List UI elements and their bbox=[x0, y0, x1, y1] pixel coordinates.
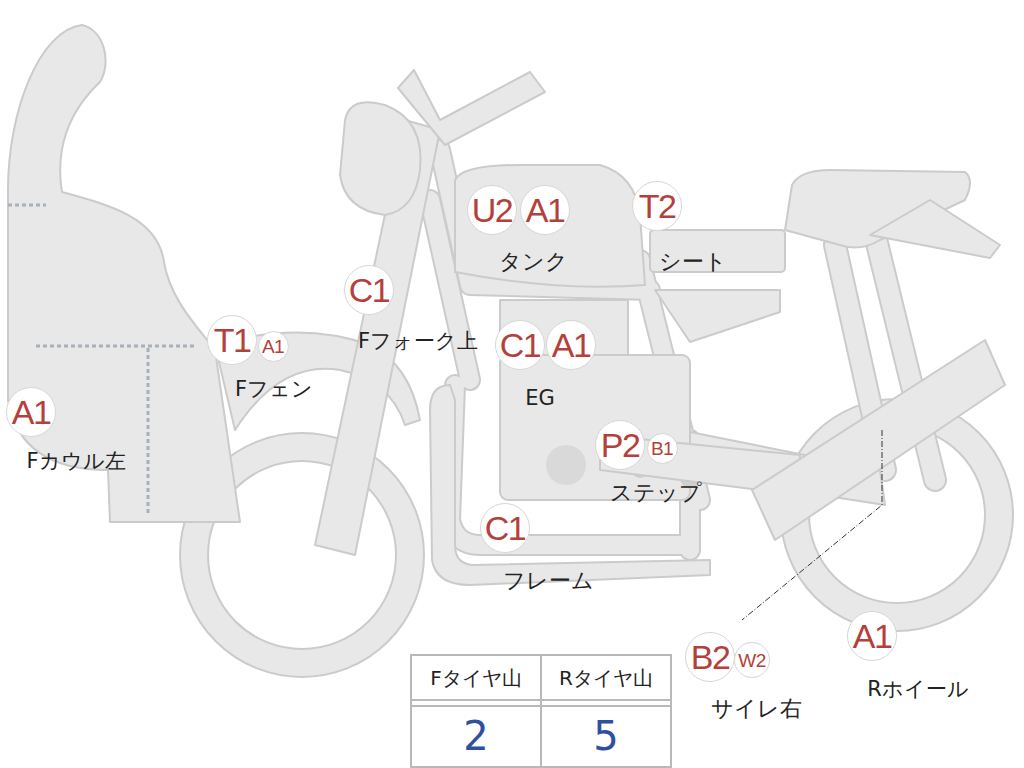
callout-code: B2 bbox=[691, 640, 730, 674]
table-rule bbox=[540, 655, 542, 767]
callout-circle: A1 bbox=[6, 387, 56, 437]
cowl-dotted-line bbox=[36, 345, 196, 348]
callout-code: T2 bbox=[639, 189, 676, 223]
tank bbox=[455, 165, 645, 287]
front-cowl bbox=[8, 25, 240, 522]
engine-cover bbox=[546, 445, 586, 485]
callout-circle: C1 bbox=[344, 265, 394, 315]
part-name: サイレ右 bbox=[711, 697, 802, 721]
callout-code: C1 bbox=[485, 511, 525, 545]
callout-circle: W2 bbox=[734, 642, 770, 678]
callout-code: W2 bbox=[738, 651, 766, 670]
tire-table bbox=[411, 655, 671, 767]
callout-circle: A1 bbox=[546, 320, 596, 370]
callout-circle: T1 bbox=[207, 315, 257, 365]
callout-circle: T2 bbox=[632, 181, 682, 231]
tail-cowl bbox=[870, 200, 1000, 258]
callout-code: T1 bbox=[214, 323, 251, 357]
handlebar bbox=[398, 70, 545, 145]
table-rule bbox=[411, 705, 671, 707]
headlight bbox=[340, 102, 421, 215]
callout-code: A1 bbox=[552, 328, 591, 362]
part-name: Fカウル左 bbox=[26, 450, 125, 473]
callout-circle: B2 bbox=[685, 632, 735, 682]
callout-code: A1 bbox=[526, 193, 565, 227]
callout-circle: P2 bbox=[595, 420, 645, 470]
callout-circle: A1 bbox=[258, 331, 289, 362]
callout-code: C1 bbox=[500, 328, 540, 362]
callout-code: A1 bbox=[262, 337, 284, 356]
part-name: フレーム bbox=[503, 569, 594, 593]
cowl-dotted-line bbox=[147, 348, 150, 514]
cowl-dotted-line bbox=[8, 204, 46, 207]
callout-circle: A1 bbox=[847, 611, 897, 661]
callout-code: U2 bbox=[472, 193, 512, 227]
part-name: EG bbox=[525, 387, 555, 410]
callout-code: A1 bbox=[12, 395, 51, 429]
side-cover bbox=[655, 290, 780, 342]
table-header: Rタイヤ山 bbox=[559, 667, 653, 689]
part-name: Fフォーク上 bbox=[358, 330, 478, 353]
muffler bbox=[752, 340, 1005, 540]
part-name: Rホイール bbox=[867, 678, 969, 701]
table-value: 2 bbox=[463, 714, 488, 758]
callout-code: C1 bbox=[349, 273, 389, 307]
callout-circle: U2 bbox=[467, 185, 517, 235]
part-name: Fフェン bbox=[235, 378, 313, 401]
part-name: ステップ bbox=[610, 481, 702, 505]
callout-circle: C1 bbox=[495, 320, 545, 370]
leader-line bbox=[742, 430, 882, 620]
part-name: シート bbox=[659, 250, 727, 274]
part-name: タンク bbox=[499, 250, 568, 274]
callout-circle: A1 bbox=[520, 185, 570, 235]
callout-code: B1 bbox=[651, 439, 673, 458]
table-value: 5 bbox=[593, 714, 618, 758]
callout-circle: C1 bbox=[480, 503, 530, 553]
table-header: Fタイヤ山 bbox=[430, 667, 522, 689]
callout-code: A1 bbox=[853, 619, 892, 653]
table-rule bbox=[411, 699, 671, 701]
callout-code: P2 bbox=[601, 428, 640, 462]
callout-circle: B1 bbox=[647, 433, 678, 464]
